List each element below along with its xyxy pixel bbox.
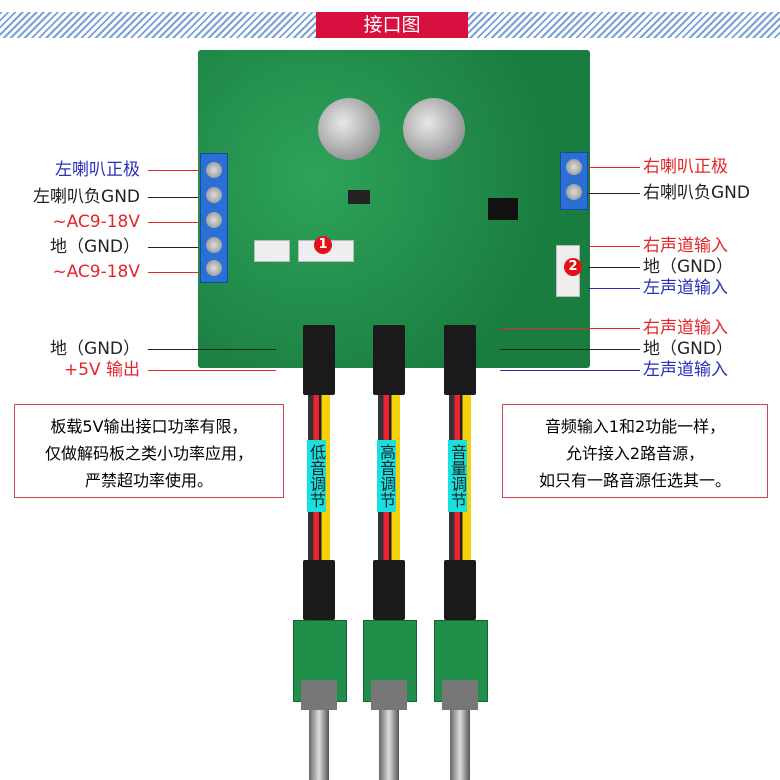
input-1-marker: 1 (314, 236, 332, 254)
input-2-gnd-label: 地（GND） (643, 257, 733, 277)
op-amp-chip (488, 198, 518, 220)
note-line: 允许接入2路音源， (565, 444, 705, 463)
input-2-marker: 2 (564, 258, 582, 276)
volume-knob[interactable] (450, 710, 470, 780)
note-line: 音频输入1和2功能一样， (544, 417, 726, 436)
right-speaker-negative-label: 右喇叭负GND (643, 183, 750, 203)
left-terminal-block (200, 153, 228, 283)
note-5v-output: 板载5V输出接口功率有限， 仅做解码板之类小功率应用， 严禁超功率使用。 (14, 404, 284, 498)
ac-input-label-1: ~AC9-18V (52, 212, 140, 232)
chip (348, 190, 370, 204)
note-line: 仅做解码板之类小功率应用， (44, 444, 253, 463)
note-line: 板载5V输出接口功率有限， (50, 417, 248, 436)
input-2-left-channel-label: 左声道输入 (643, 278, 728, 298)
treble-knob[interactable] (379, 710, 399, 780)
left-speaker-positive-label: 左喇叭正极 (55, 160, 140, 180)
capacitor-right (403, 98, 465, 160)
note-line: 如只有一路音源任选其一。 (538, 471, 731, 490)
input-1-gnd-label: 地（GND） (643, 339, 733, 359)
power-5v-connector (254, 240, 290, 262)
right-terminal-block (560, 152, 588, 210)
input-1-right-channel-label: 右声道输入 (643, 318, 728, 338)
note-line: 严禁超功率使用。 (84, 471, 213, 490)
amplifier-board (198, 50, 590, 368)
input-1-left-channel-label: 左声道输入 (643, 360, 728, 380)
capacitor-left (318, 98, 380, 160)
left-speaker-negative-label: 左喇叭负GND (33, 187, 140, 207)
ac-input-label-2: ~AC9-18V (52, 262, 140, 282)
page-title: 接口图 (316, 12, 468, 38)
volume-control-label: 音量调节 (448, 440, 467, 512)
note-audio-input: 音频输入1和2功能一样， 允许接入2路音源， 如只有一路音源任选其一。 (502, 404, 768, 498)
bass-control-label: 低音调节 (307, 440, 326, 512)
gnd-label-5v: 地（GND） (50, 339, 140, 359)
bass-knob[interactable] (309, 710, 329, 780)
right-speaker-positive-label: 右喇叭正极 (643, 157, 728, 177)
treble-control-label: 高音调节 (377, 440, 396, 512)
input-2-right-channel-label: 右声道输入 (643, 236, 728, 256)
gnd-label-power: 地（GND） (50, 237, 140, 257)
5v-output-label: +5V 输出 (63, 360, 140, 380)
